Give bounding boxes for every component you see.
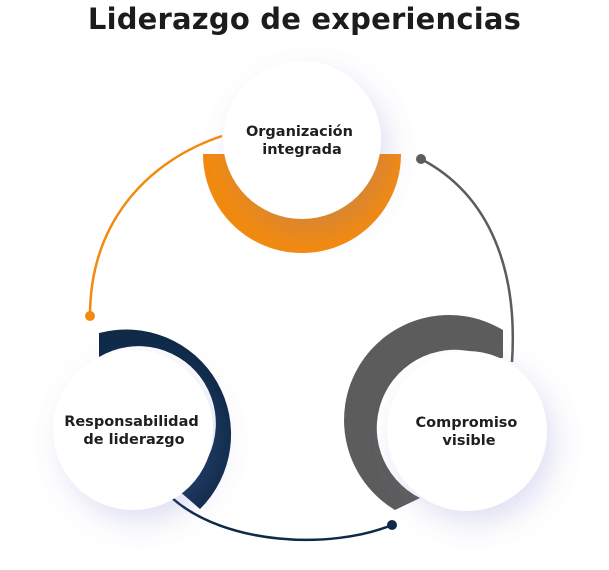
connector-navy bbox=[171, 497, 393, 542]
node-label-line: Organización bbox=[246, 124, 353, 140]
arc-gray bbox=[344, 315, 503, 510]
connector-navy-dot bbox=[387, 520, 397, 530]
arc-navy bbox=[99, 329, 232, 509]
node-label-line: Compromiso bbox=[416, 415, 518, 431]
diagram-title: Liderazgo de experiencias bbox=[87, 2, 522, 36]
node-label-organizacion: Organización integrada bbox=[246, 124, 358, 158]
connector-gray-dot bbox=[416, 154, 426, 164]
node-circle-compromiso bbox=[387, 351, 547, 511]
node-circle-responsabilidad bbox=[53, 350, 213, 510]
node-label-line: integrada bbox=[262, 142, 342, 158]
node-label-line: de liderazgo bbox=[83, 432, 184, 448]
node-circle-organizacion bbox=[223, 61, 381, 219]
node-label-line: visible bbox=[442, 433, 495, 449]
connector-orange-dot bbox=[85, 311, 95, 321]
connector-gray bbox=[420, 157, 514, 363]
connector-orange bbox=[88, 134, 223, 317]
node-label-line: Responsabilidad bbox=[64, 414, 199, 430]
node-label-responsabilidad: Responsabilidad de liderazgo bbox=[64, 414, 204, 448]
node-label-compromiso: Compromiso visible bbox=[416, 415, 523, 449]
